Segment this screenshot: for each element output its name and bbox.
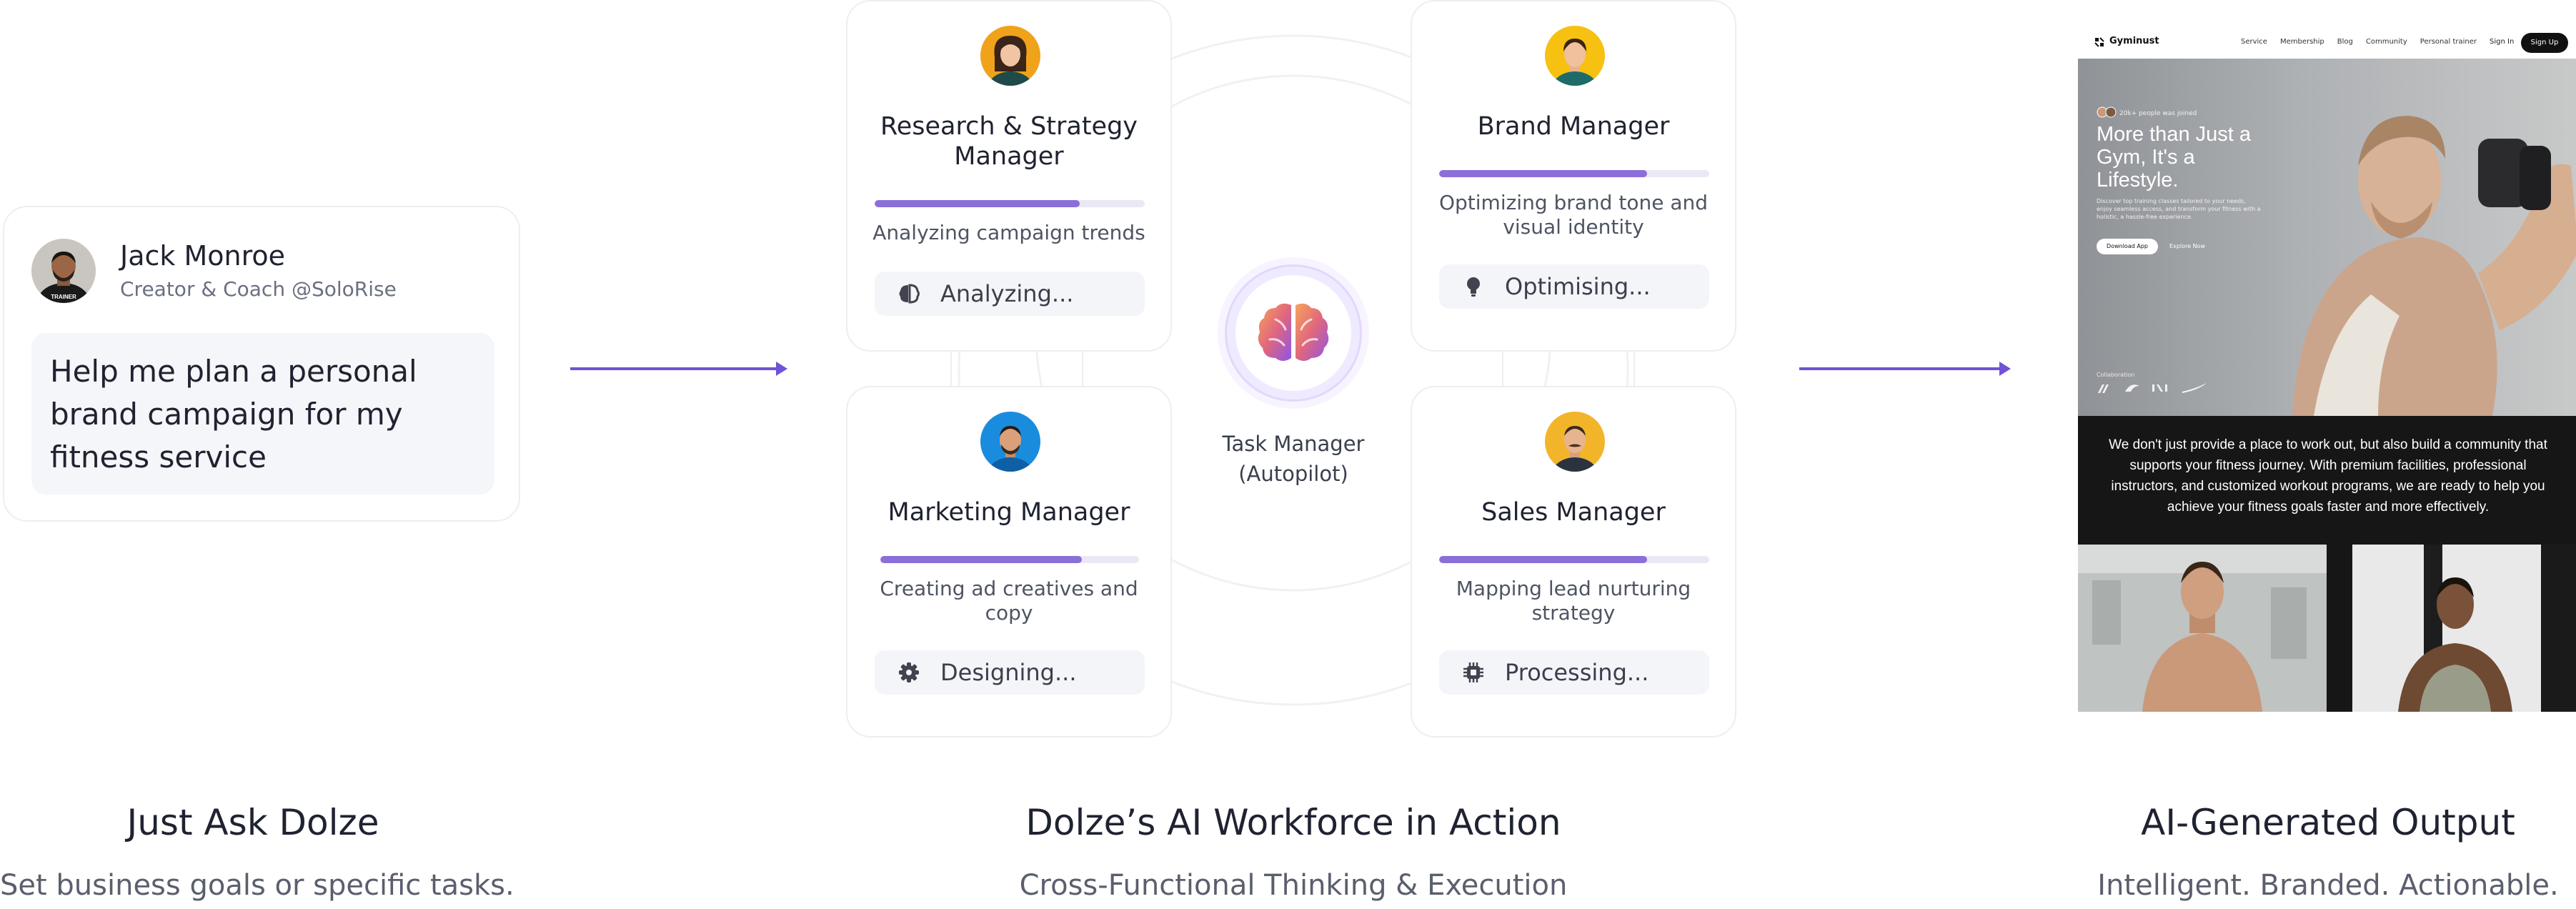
mock-nav-link[interactable]: Service [2241,38,2267,46]
flow-arrow-right [1799,362,2011,376]
agent-progress [875,200,1145,207]
lightbulb-icon [1467,277,1480,297]
agent-avatar [1545,26,1605,86]
mock-sign-in-link[interactable]: Sign In [2490,38,2515,46]
user-name: Jack Monroe [120,240,286,272]
connector [950,350,952,390]
agent-status-pill: Analyzing... [875,272,1145,316]
download-app-button[interactable]: Download App [2097,239,2158,254]
agent-progress [1439,170,1709,177]
mock-nav-link[interactable]: Blog [2337,38,2353,46]
agent-status-label: Analyzing... [940,280,1074,307]
gallery-photo-woman [2327,545,2576,712]
mock-sign-up-button[interactable]: Sign Up [2521,33,2568,53]
hero-athlete-image [2292,116,2576,416]
chip-icon [1463,662,1483,682]
logo-icon [2094,37,2104,47]
mock-hero: 20k+ people was joined More than Just a … [2078,59,2576,416]
agent-title: Sales Manager [1481,498,1666,527]
agent-card-research-strategy: Research & Strategy Manager Analyzing ca… [846,0,1172,352]
mock-brand: Gyminust [2109,36,2159,46]
agent-status-pill: Optimising... [1439,264,1709,309]
agent-avatar [980,26,1040,86]
gallery-photo-man [2078,545,2327,712]
agent-card-marketing-manager: Marketing Manager Creating ad creatives … [846,386,1172,737]
hero-headline: More than Just a Gym, It's a Lifestyle. [2097,123,2251,192]
column-subtitle-ask: Set business goals or specific tasks. [0,869,514,902]
agent-description: Mapping lead nurturing strategy [1456,577,1691,625]
brain-icon [899,284,920,304]
column-title-output: AI-Generated Output [2141,802,2515,843]
agent-avatar [1545,412,1605,472]
user-avatar: TRAINER [31,239,96,303]
mock-about-band: We don't just provide a place to work ou… [2078,416,2576,545]
request-card: TRAINER Jack Monroe Creator & Coach @Sol… [3,206,520,522]
gear-icon [899,662,919,682]
column-title-ask: Just Ask Dolze [126,802,379,843]
about-text: We don't just provide a place to work ou… [2109,437,2547,515]
avatar-group [2097,106,2117,118]
column-title-workforce: Dolze’s AI Workforce in Action [1025,802,1561,843]
agent-card-sales-manager: Sales Manager Mapping lead nurturing str… [1411,386,1736,737]
task-manager-label: Task Manager (Autopilot) [1222,432,1365,486]
agent-avatar [980,412,1040,472]
brain-icon [1258,303,1329,361]
agent-progress [880,556,1139,563]
request-message: Help me plan a personal brand campaign f… [31,333,494,495]
mock-nav-link[interactable]: Community [2365,38,2407,46]
agent-description: Optimizing brand tone and visual identit… [1438,191,1709,239]
agent-status-pill: Processing... [1439,650,1709,695]
agent-status-label: Processing... [1505,659,1649,686]
hero-tagline: 20k+ people was joined [2119,110,2197,117]
agent-progress [1439,556,1709,563]
connector [1502,350,1503,390]
agent-title: Research & Strategy Manager [880,112,1138,171]
flow-arrow-left [570,362,787,376]
agent-status-label: Designing... [940,659,1077,686]
agent-status-pill: Designing... [875,650,1145,695]
column-subtitle-workforce: Cross-Functional Thinking & Execution [1019,869,1568,902]
agent-description: Creating ad creatives and copy [880,577,1138,625]
generated-website-preview: Gyminust Service Membership Blog Communi… [2078,27,2576,712]
user-handle: Creator & Coach @SoloRise [120,277,397,301]
task-manager-hub [1225,264,1362,402]
agent-status-label: Optimising... [1505,273,1651,300]
svg-text:TRAINER: TRAINER [51,294,76,300]
mock-navbar: Gyminust Service Membership Blog Communi… [2078,27,2576,59]
agent-title: Brand Manager [1477,112,1670,141]
connector [1082,350,1083,390]
column-subtitle-output: Intelligent. Branded. Actionable. [2097,869,2559,902]
explore-now-link[interactable]: Explore Now [2169,243,2205,249]
mock-nav-links: Service Membership Blog Community Person… [2241,38,2477,46]
mock-nav-link[interactable]: Membership [2279,38,2324,46]
agent-description: Analyzing campaign trends [872,221,1145,244]
hero-body: Discover top training classes tailored t… [2097,198,2261,220]
partner-logos [2098,383,2207,393]
mock-nav-link[interactable]: Personal trainer [2420,38,2477,46]
agent-card-brand-manager: Brand Manager Optimizing brand tone and … [1411,0,1736,352]
connector [1633,350,1635,390]
agent-title: Marketing Manager [887,498,1130,527]
collaboration-label: Collaboration [2097,372,2135,378]
